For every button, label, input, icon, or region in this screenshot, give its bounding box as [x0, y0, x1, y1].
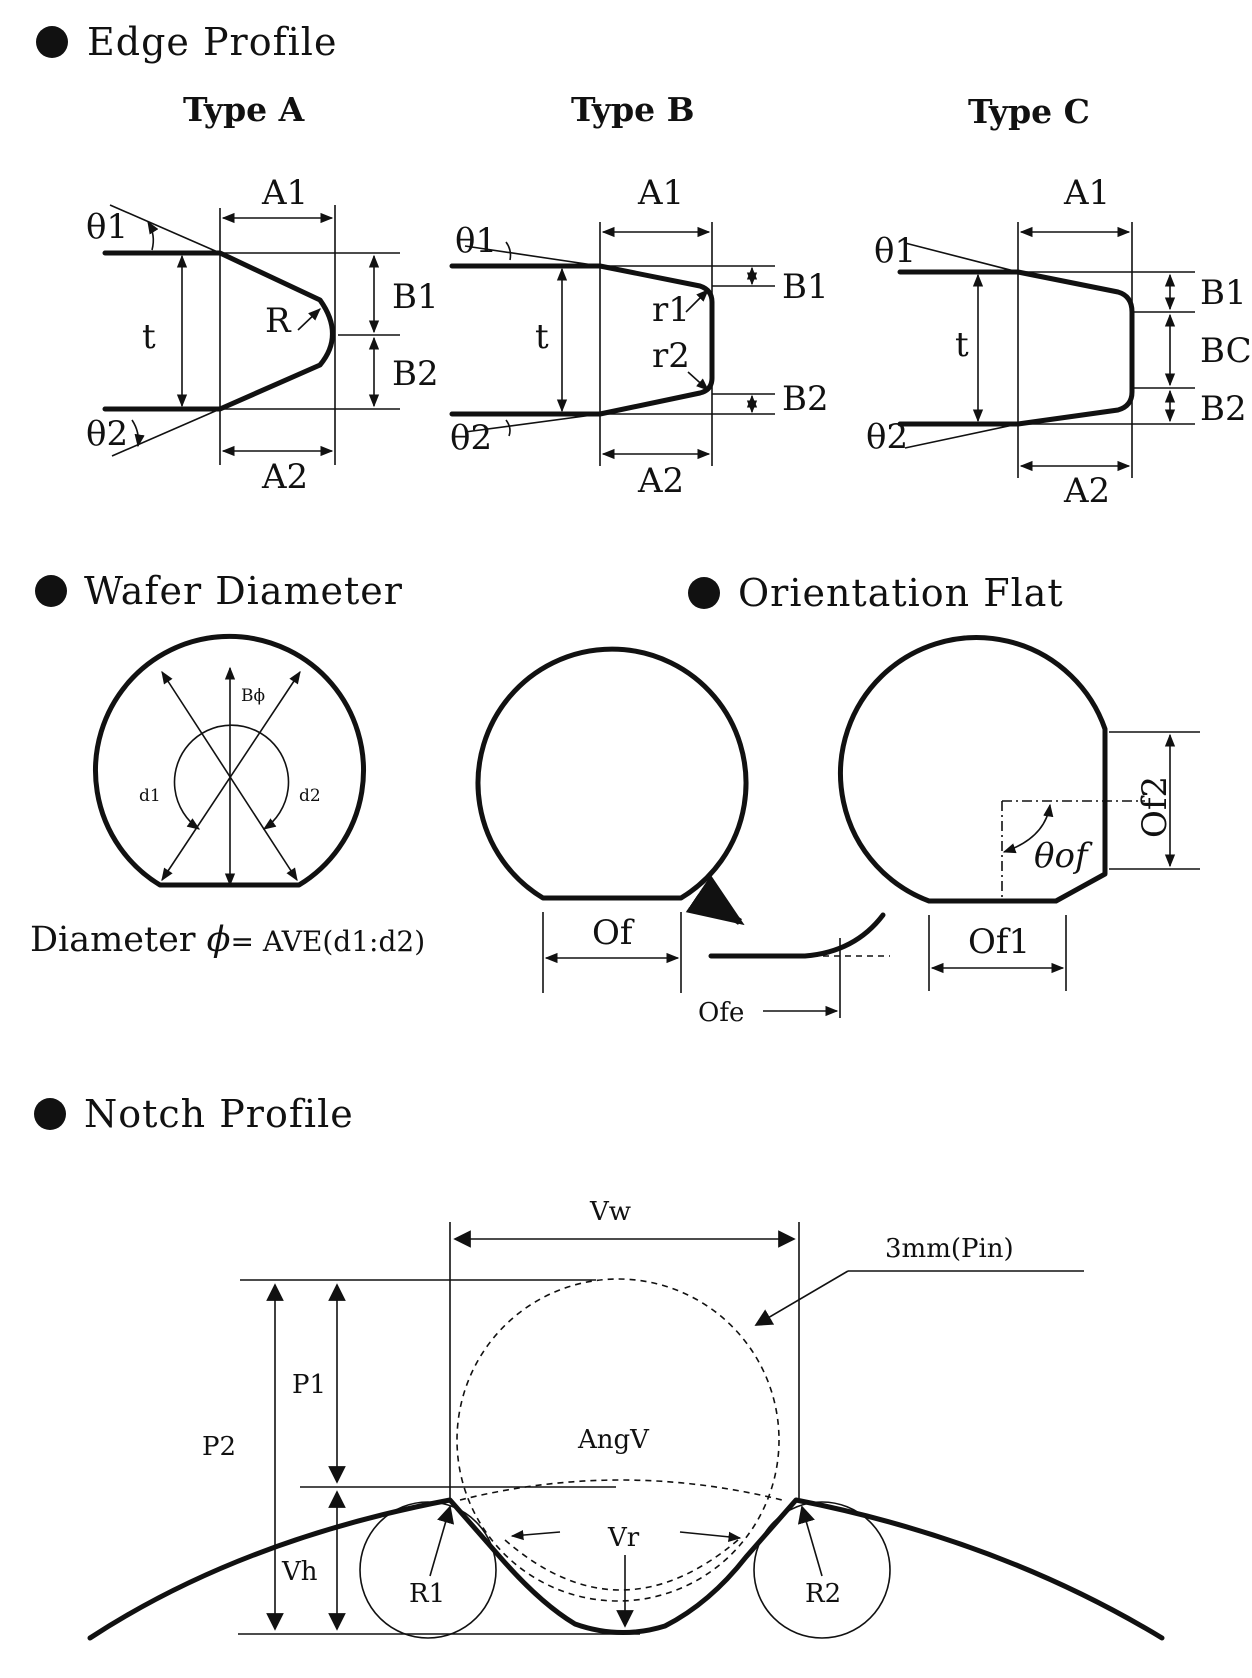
edge-type-b: Type B A1 A2 t r1 r2 B1 B2	[449, 90, 829, 501]
angv-arrow-left	[510, 1529, 561, 1541]
r2-circle	[753, 1501, 891, 1639]
type-a-theta1-line	[109, 204, 221, 254]
label-of2: Of2	[1135, 776, 1175, 838]
section-heading-notch-profile: Notch Profile	[84, 1092, 354, 1136]
section-heading-edge-profile: Edge Profile	[87, 20, 337, 64]
bullet-icon	[34, 1098, 66, 1130]
label-p2: P2	[202, 1432, 236, 1462]
type-c-label-a1: A1	[1063, 173, 1110, 213]
bullet-icon	[688, 577, 720, 609]
formula-phi: ϕ	[207, 920, 231, 960]
type-b-r2-leader	[687, 371, 709, 391]
type-b-label-r1: r1	[652, 290, 690, 330]
type-b-r1-leader	[685, 289, 709, 313]
label-pin: 3mm(Pin)	[885, 1234, 1014, 1264]
type-c-label-a2: A2	[1063, 471, 1110, 511]
type-c-label-theta2: θ2	[866, 417, 908, 457]
notch-profile-section: Notch Profile Vw 3mm(Pin) P1 P2 Vh	[34, 1092, 1165, 1641]
label-d2: d2	[299, 786, 321, 806]
wafer-outline	[93, 634, 366, 888]
type-c-label-b1: B1	[1200, 273, 1247, 313]
label-r2: R2	[805, 1579, 841, 1609]
type-c-label-theta1: θ1	[874, 231, 916, 271]
type-a-label-theta2: θ2	[86, 414, 128, 454]
formula-suffix: = AVE(d1:d2)	[231, 925, 426, 958]
type-b-label-a1: A1	[637, 173, 684, 213]
type-a-label-b2: B2	[392, 354, 439, 394]
diameter-d2-line	[161, 670, 301, 882]
label-of1: Of1	[968, 922, 1030, 962]
vr-arc	[504, 1539, 739, 1591]
theta-of-arc	[1002, 803, 1054, 854]
type-a-theta2-arc	[131, 419, 145, 448]
label-theta-of: θof	[1034, 836, 1093, 876]
type-a-r-leader	[297, 308, 321, 331]
type-b-title: Type B	[571, 90, 695, 129]
diameter-formula: Diameter ϕ= AVE(d1:d2)	[30, 920, 425, 960]
label-of-e: Ofe	[698, 998, 744, 1028]
type-b-label-a2: A2	[637, 461, 684, 501]
label-vh: Vh	[281, 1557, 318, 1587]
wafer-diameter-section: Wafer Diameter Bϕ d1 d2 Diameter ϕ= AVE(…	[30, 569, 425, 960]
edge-type-a: Type A A1 A2 t R B1 B2 θ1 θ2	[86, 90, 439, 497]
of-wafer-two-flats	[838, 635, 1108, 904]
type-c-title: Type C	[968, 92, 1090, 131]
type-a-label-t: t	[142, 317, 156, 357]
type-b-label-t: t	[535, 317, 549, 357]
type-b-theta2-arc	[505, 419, 511, 437]
type-c-theta2-line	[904, 423, 1019, 449]
type-a-title: Type A	[183, 90, 305, 129]
notch-wafer-edge	[87, 1497, 1165, 1641]
label-b-phi: Bϕ	[241, 686, 265, 706]
angv-arc	[459, 1479, 783, 1501]
type-c-profile	[897, 269, 1135, 427]
pin-leader-arrow	[754, 1270, 849, 1326]
type-a-label-b1: B1	[392, 277, 439, 317]
type-a-profile	[102, 250, 335, 412]
type-c-label-bc: BC	[1200, 331, 1252, 371]
of-edge-detail	[708, 912, 886, 959]
type-a-label-a2: A2	[261, 457, 308, 497]
type-a-theta1-arc	[147, 220, 159, 251]
section-heading-orientation-flat: Orientation Flat	[738, 571, 1064, 615]
type-a-label-theta1: θ1	[86, 207, 128, 247]
r1-leader	[429, 1505, 455, 1577]
angv-arrow-right	[679, 1531, 742, 1542]
type-a-label-a1: A1	[261, 173, 308, 213]
pin-circle	[456, 1278, 780, 1602]
label-p1: P1	[292, 1370, 326, 1400]
orientation-flat-section: Orientation Flat Of Ofe Of1 Of2 θof	[475, 571, 1200, 1028]
label-d1: d1	[139, 786, 161, 806]
section-heading-wafer-diameter: Wafer Diameter	[84, 569, 403, 613]
bullet-icon	[35, 575, 67, 607]
type-a-label-r: R	[265, 301, 292, 341]
r1-circle	[359, 1501, 497, 1639]
type-b-theta1-line	[464, 245, 601, 267]
type-b-label-theta2: θ2	[450, 418, 492, 458]
type-c-theta1-line	[904, 242, 1019, 273]
formula-prefix: Diameter	[30, 920, 207, 960]
edge-profile-section: Edge Profile Type A A1 A2 t R B1 B2	[36, 20, 1252, 511]
type-b-label-b2: B2	[782, 379, 829, 419]
of-wafer-outline	[475, 646, 749, 901]
rotation-arc	[173, 724, 290, 830]
label-r1: R1	[409, 1579, 445, 1609]
label-vr: Vr	[607, 1523, 640, 1553]
edge-type-c: Type C A1 A2 t B1 BC B2 θ1 θ2	[866, 92, 1252, 511]
bullet-icon	[36, 26, 68, 58]
type-c-label-b2: B2	[1200, 389, 1247, 429]
r2-leader	[797, 1505, 823, 1577]
type-b-label-r2: r2	[652, 336, 690, 376]
label-vw: Vw	[589, 1197, 631, 1227]
label-of: Of	[592, 913, 635, 953]
type-b-theta1-arc	[505, 241, 512, 261]
pointer-arrow	[685, 875, 745, 926]
label-angv: AngV	[577, 1425, 650, 1455]
type-b-theta2-line	[464, 413, 601, 433]
type-b-label-theta1: θ1	[455, 221, 497, 261]
type-a-theta2-line	[111, 408, 221, 457]
type-c-label-t: t	[955, 325, 969, 365]
type-b-label-b1: B1	[782, 267, 829, 307]
